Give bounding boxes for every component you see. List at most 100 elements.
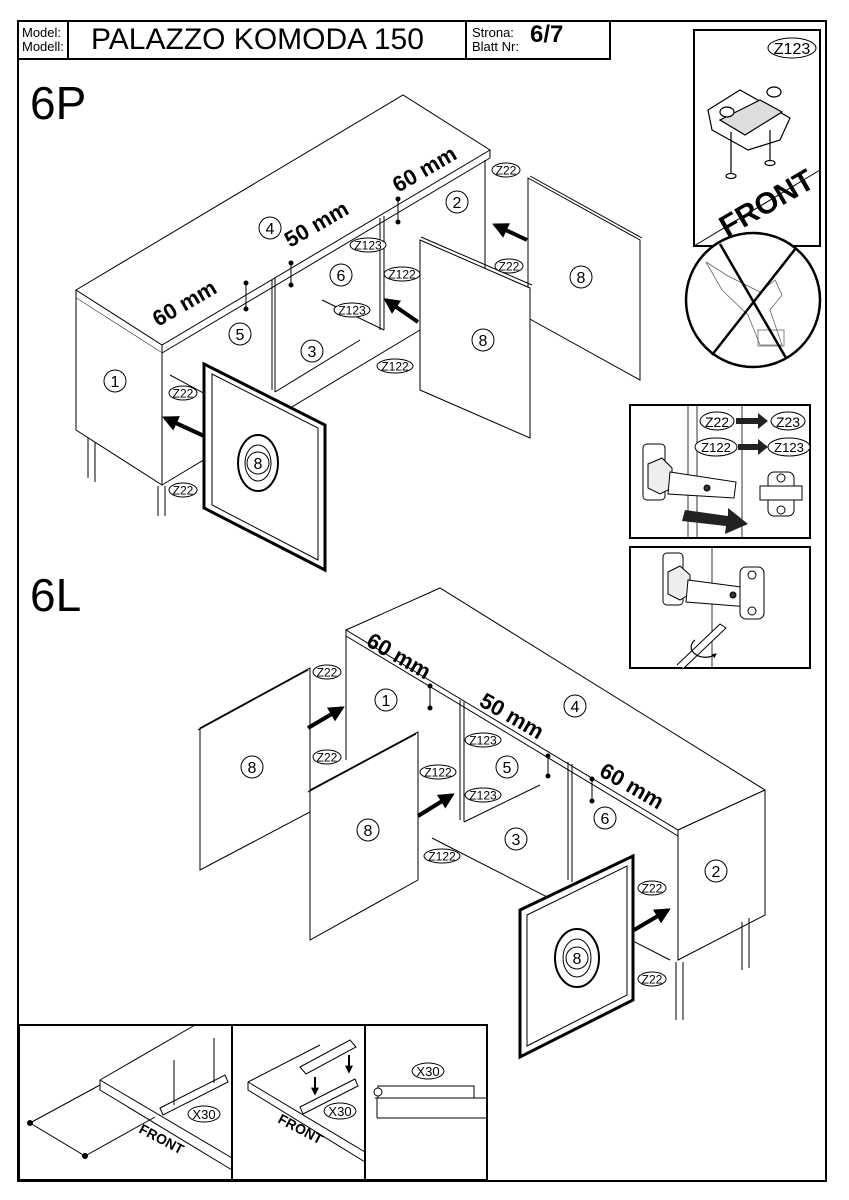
- part-number-label: 8: [254, 456, 263, 473]
- step-6p-label: 6P: [30, 77, 87, 129]
- z22-label: Z22: [705, 414, 729, 430]
- part-number-callout: 1: [374, 688, 398, 712]
- z22-label: Z22: [499, 260, 520, 274]
- insert-arrow-icon: [416, 793, 455, 818]
- part-number-label: 6: [337, 268, 346, 285]
- rotate-arrow-icon: [690, 639, 717, 659]
- z22-label: Z22: [173, 387, 194, 401]
- insert-arrow-icon: [383, 298, 420, 324]
- step-6l-label: 6L: [30, 569, 82, 621]
- z123-callout: Z123: [464, 732, 502, 748]
- part-number-label: 8: [248, 760, 257, 777]
- part-number-label: 3: [308, 344, 317, 361]
- z123-label: Z123: [338, 304, 366, 318]
- hinge-icon: [642, 443, 737, 501]
- model-label-de: Modell:: [22, 39, 64, 54]
- insert-arrow-icon: [162, 416, 205, 438]
- z123-callout: Z123: [333, 302, 371, 318]
- screwdriver-icon: [676, 623, 727, 669]
- part-number-callout: 8: [565, 946, 589, 970]
- z22-callout: Z22: [491, 162, 521, 178]
- z122-label: Z122: [424, 766, 452, 780]
- front-edge-line: [693, 169, 821, 247]
- x30-callout: X30: [411, 1062, 445, 1080]
- part-number-callout: 4: [563, 694, 587, 718]
- part-number-callout: 1: [103, 369, 127, 393]
- model-label-pl: Model:: [22, 25, 62, 40]
- bottom-inset-3: [373, 1085, 487, 1119]
- x30-callout: X30: [187, 1105, 221, 1123]
- z22-label: Z22: [173, 484, 194, 498]
- part-number-callout: 6: [593, 806, 617, 830]
- part-number-callout: 6: [329, 263, 353, 287]
- bottom-inset-2: [247, 1039, 366, 1163]
- z122-callout: Z122: [383, 266, 421, 282]
- part-number-label: 2: [712, 864, 721, 881]
- insert-arrow-icon: [492, 223, 528, 242]
- z22-callout: Z22: [168, 385, 198, 401]
- mounting-plate-icon: [707, 86, 791, 180]
- part-number-label: 8: [364, 823, 373, 840]
- part-number-label: 6: [601, 811, 610, 828]
- z123-callout: Z123: [349, 237, 387, 253]
- part-number-label: 1: [382, 693, 391, 710]
- z122-label: Z122: [381, 360, 409, 374]
- part-number-label: 8: [573, 951, 582, 968]
- z22-to-z23-row: Z22 Z23: [699, 411, 806, 431]
- part-number-label: 8: [479, 333, 488, 350]
- front-label: FRONT: [276, 1111, 326, 1148]
- z123-label: Z123: [774, 41, 811, 58]
- part-number-callout: 5: [495, 755, 519, 779]
- part-number-label: 8: [577, 270, 586, 287]
- part-number-callout: 8: [356, 818, 380, 842]
- z22-callout: Z22: [637, 971, 667, 987]
- z122-label: Z122: [701, 440, 731, 455]
- insert-arrow-icon: [306, 706, 345, 730]
- part-number-callout: 4: [258, 216, 282, 240]
- z22-label: Z22: [642, 973, 663, 987]
- hinge-substitution-inset: Z22 Z23 Z122 Z123: [629, 404, 811, 539]
- part-number-callout: 2: [445, 190, 469, 214]
- z22-callout: Z22: [494, 258, 524, 274]
- part-number-label: 2: [453, 195, 462, 212]
- z22-label: Z22: [496, 164, 517, 178]
- z122-label: Z122: [428, 850, 456, 864]
- page-label-pl: Strona:: [472, 25, 514, 40]
- z22-label: Z22: [317, 666, 338, 680]
- z22-callout: Z22: [168, 482, 198, 498]
- part-number-callout: 8: [569, 265, 593, 289]
- model-label: Model: Modell:: [17, 20, 69, 60]
- part-number-label: 5: [236, 327, 245, 344]
- part-number-label: 1: [111, 374, 120, 391]
- z123-front-inset: Z123 FRONT: [693, 29, 821, 247]
- bottom-inset-frame: [18, 1024, 488, 1181]
- z122-callout: Z122: [423, 848, 461, 864]
- z123-label: Z123: [354, 239, 382, 253]
- x30-callout: X30: [323, 1102, 357, 1120]
- z122-to-z123-row: Z122 Z123: [694, 437, 811, 457]
- z22-callout: Z22: [312, 749, 342, 765]
- insert-arrow-icon: [632, 908, 671, 932]
- page-label-de: Blatt Nr:: [472, 39, 519, 54]
- part-number-callout: 3: [300, 339, 324, 363]
- z22-callout: Z22: [312, 664, 342, 680]
- z123-callout: Z123: [767, 37, 817, 59]
- part-number-callout: 2: [704, 859, 728, 883]
- part-number-label: 4: [571, 699, 580, 716]
- x30-label: X30: [328, 1104, 351, 1119]
- z123-label: Z123: [774, 440, 804, 455]
- no-power-drill-icon: [684, 231, 822, 369]
- part-number-label: 3: [512, 832, 521, 849]
- z122-label: Z122: [388, 268, 416, 282]
- z122-callout: Z122: [376, 358, 414, 374]
- page-label: Strona: Blatt Nr: 6/7: [465, 20, 611, 60]
- z22-callout: Z22: [637, 880, 667, 896]
- part-number-callout: 8: [240, 755, 264, 779]
- z123-label: Z123: [469, 789, 497, 803]
- z23-label: Z23: [776, 414, 800, 430]
- part-number-label: 4: [266, 221, 275, 238]
- x30-label: X30: [192, 1107, 215, 1122]
- z123-label: Z123: [469, 734, 497, 748]
- z123-callout: Z123: [464, 787, 502, 803]
